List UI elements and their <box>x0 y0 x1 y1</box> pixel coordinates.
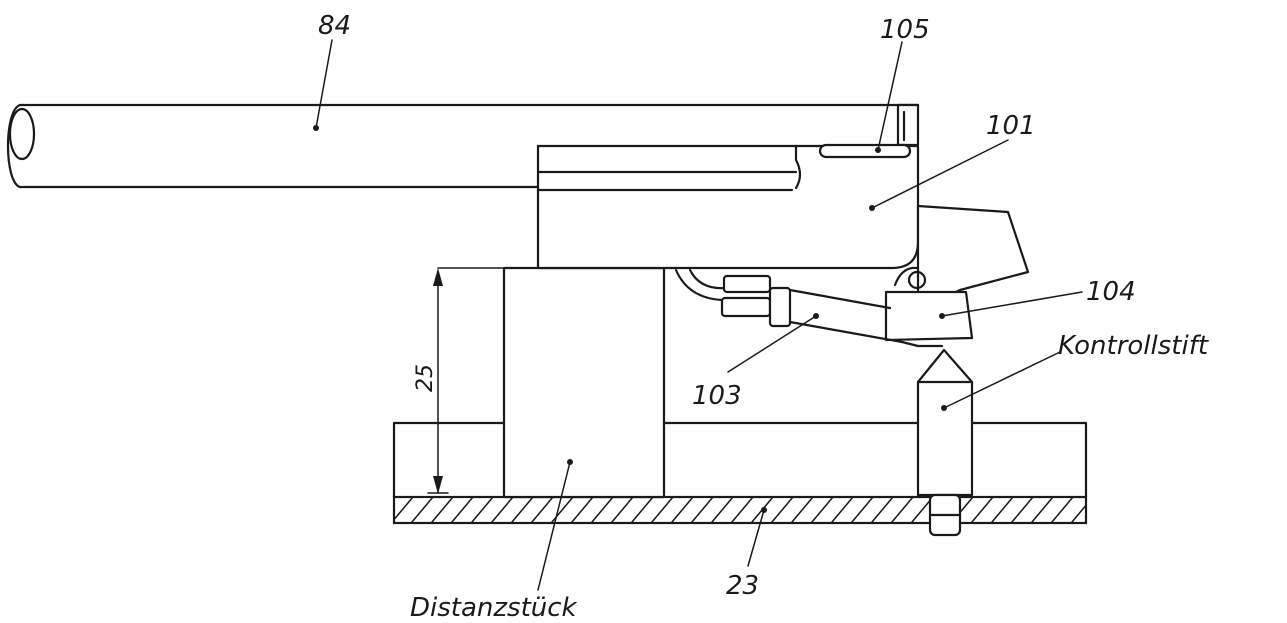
label-control-pin: Kontrollstift <box>1058 331 1209 361</box>
label-clip: 105 <box>880 15 930 45</box>
control-pin <box>916 348 974 537</box>
label-actuator-lever: 103 <box>692 381 742 411</box>
sensor-block <box>884 204 1030 342</box>
leader-lines <box>313 39 1083 591</box>
spacer-block <box>502 266 666 499</box>
dimension-value: 25 <box>413 364 438 392</box>
label-rod: 84 <box>318 11 351 41</box>
height-dimension <box>427 267 505 494</box>
housing <box>536 143 920 270</box>
actuator-lever <box>674 268 944 348</box>
label-spacer: Distanzstück <box>410 593 578 623</box>
workpiece-outline <box>392 421 1088 499</box>
label-housing: 101 <box>986 111 1036 141</box>
label-base-plate: 23 <box>726 571 759 601</box>
label-sensor-block: 104 <box>1086 277 1136 307</box>
base-plate <box>392 495 1088 525</box>
